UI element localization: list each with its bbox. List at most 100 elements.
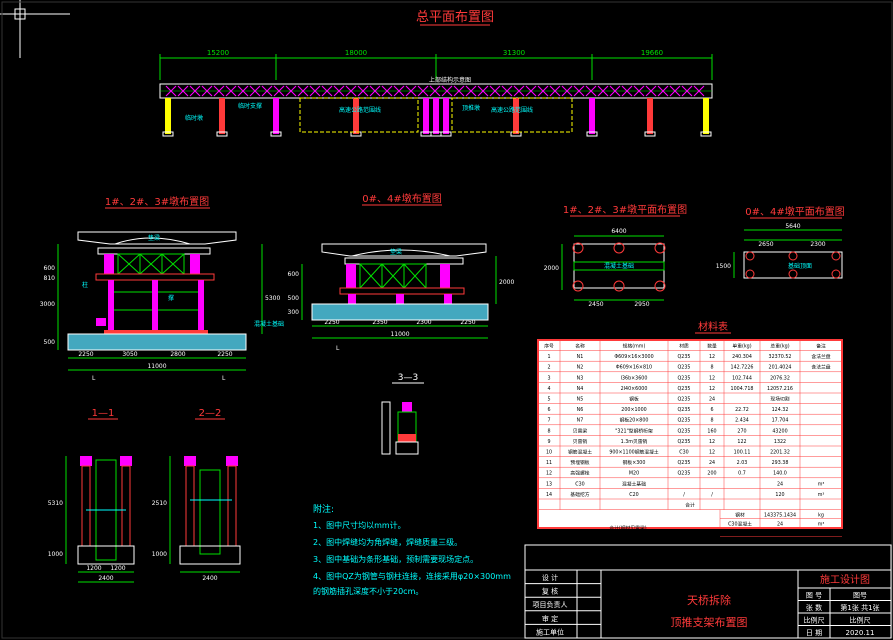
- table-header-cell: 单重(kg): [732, 343, 751, 350]
- table-cell: 8: [710, 365, 713, 371]
- plan-pier: [586, 98, 598, 137]
- tb-role-label: 设 计: [542, 573, 558, 582]
- table-cell: 140.0: [773, 471, 787, 477]
- pier-b-left-3: 300: [288, 309, 300, 316]
- table-cell: Q235: [678, 354, 691, 360]
- table-header-cell: 数量: [707, 343, 717, 350]
- table-footer-name: 挖方: [735, 530, 745, 537]
- table-footer-label: 合计(钢材贝雷梁): [609, 525, 646, 532]
- plan-a-view: 6400 混凝土基础 2000 2450 2950: [544, 228, 666, 308]
- table-total-label: 合计: [685, 502, 695, 509]
- section-11-height: 5310: [48, 500, 63, 507]
- table-header-cell: 名称: [575, 343, 585, 350]
- table-cell: 11: [546, 460, 552, 466]
- plan-pier: [644, 98, 656, 137]
- pier-a-left-3: 3000: [40, 301, 55, 308]
- table-cell: C30: [575, 481, 584, 487]
- table-header-cell: 材质: [679, 343, 689, 350]
- table-cell: C30: [679, 450, 688, 456]
- plan-dim-4: 19660: [641, 49, 663, 57]
- table-header-cell: 规格(mm): [623, 343, 646, 350]
- table-cell: m³: [818, 481, 825, 487]
- tb-info-label: 图 号: [806, 592, 822, 600]
- pier-a-callout-3: 撑: [168, 294, 174, 302]
- tb-project: 天桥拆除: [687, 593, 731, 607]
- note-4: 4、图中QZ为钢管与钢柱连接，连接采用φ20×300mm: [313, 571, 511, 581]
- table-cell: Φ609×16×3000: [614, 354, 653, 360]
- pier-a-mark-right: L: [222, 375, 226, 382]
- table-footer-value: 120: [775, 531, 784, 537]
- table-cell: 6: [710, 407, 713, 413]
- plan-a-title: 1#、2#、3#墩平面布置图: [563, 203, 687, 216]
- table-cell: 122: [737, 439, 746, 445]
- pier-b-right: 2000: [499, 279, 514, 286]
- tb-info-value: 图号: [853, 592, 867, 600]
- table-cell: Q235: [678, 386, 691, 392]
- table-cell: 1322: [774, 439, 786, 445]
- pier-b-beam: 垫梁: [390, 248, 402, 256]
- notes-title: 附注:: [313, 503, 334, 515]
- table-cell: Q235: [678, 460, 691, 466]
- table-cell: Q235: [678, 375, 691, 381]
- table-cell: M20: [629, 471, 639, 477]
- table-cell: 22.72: [735, 407, 749, 413]
- section-33-title: 3—3: [398, 373, 418, 383]
- tb-info-value: 比例尺: [850, 616, 871, 625]
- note-1: 1、图中尺寸均以mm计。: [313, 520, 406, 530]
- table-cell: 2: [547, 365, 550, 371]
- section-22-view: 2510 1000 2400: [152, 456, 241, 582]
- support-right-label: 顶推墩: [462, 104, 480, 112]
- tb-info-value: 第1张 共1张: [840, 603, 879, 612]
- table-cell: N5: [577, 397, 584, 403]
- table-cell: N6: [577, 407, 584, 413]
- table-cell: 124.32: [772, 407, 789, 413]
- pier-a-right: 5300: [265, 295, 280, 302]
- table-header-cell: 备注: [816, 343, 826, 350]
- table-footer-value: 24: [777, 522, 783, 528]
- table-footer-name: C30混凝土: [728, 521, 752, 528]
- pier-b-mark: L: [336, 345, 340, 352]
- table-cell: 12: [709, 354, 715, 360]
- plan-a-bottom-1: 2450: [588, 301, 603, 308]
- plan-dim-1: 15200: [207, 49, 229, 57]
- table-cell: 2.434: [735, 418, 749, 424]
- section-22-bottom: 2400: [202, 575, 217, 582]
- table-cell: 12: [709, 450, 715, 456]
- plan-pier: [420, 98, 432, 137]
- tb-role-label: 审 定: [542, 614, 558, 623]
- table-cell: 201.4024: [769, 365, 792, 371]
- table-cell: 2.03: [737, 460, 748, 466]
- table-cell: 24: [777, 481, 783, 487]
- table-cell: 7: [547, 418, 550, 424]
- pier-b-left-2: 500: [288, 295, 300, 302]
- table-cell: 贝雷销: [573, 438, 588, 445]
- table-cell: 3: [547, 375, 550, 381]
- table-cell: /: [711, 492, 713, 498]
- table-cell: N2: [577, 365, 584, 371]
- pier-a-callout-2: 柱: [82, 281, 88, 289]
- note-3: 3、图中基础为条形基础，预制需要现场定点。: [313, 554, 478, 564]
- pier-b-title: 0#、4#墩布置图: [362, 192, 441, 205]
- table-cell: 24: [709, 397, 715, 403]
- pier-b-dim-4: 2250: [460, 319, 475, 326]
- pier-a-dim-1: 2250: [78, 351, 93, 358]
- section-11-bottom-1: 1200: [86, 565, 101, 572]
- tb-role-label: 项目负责人: [533, 600, 568, 609]
- tb-design-title: 施工设计图: [820, 573, 870, 586]
- table-cell: 293.38: [772, 460, 789, 466]
- plan-b-left: 1500: [716, 263, 731, 270]
- section-11-total: 2400: [98, 575, 113, 582]
- plan-b-view: 5640 2650 2300 基础顶面 1500: [716, 223, 843, 279]
- pier-b-dim-3: 2300: [416, 319, 431, 326]
- plan-a-top: 6400: [611, 228, 626, 235]
- pier-b-left-1: 600: [288, 271, 300, 278]
- table-cell: 预埋钢板: [570, 459, 589, 466]
- table-cell: Q235: [678, 471, 691, 477]
- table-cell: N1: [577, 354, 584, 360]
- bracket-label: 临时支撑: [238, 102, 262, 110]
- tb-role-label: 复 核: [542, 587, 558, 596]
- section-11-base: 1000: [48, 551, 63, 558]
- section-33-view: [381, 401, 419, 455]
